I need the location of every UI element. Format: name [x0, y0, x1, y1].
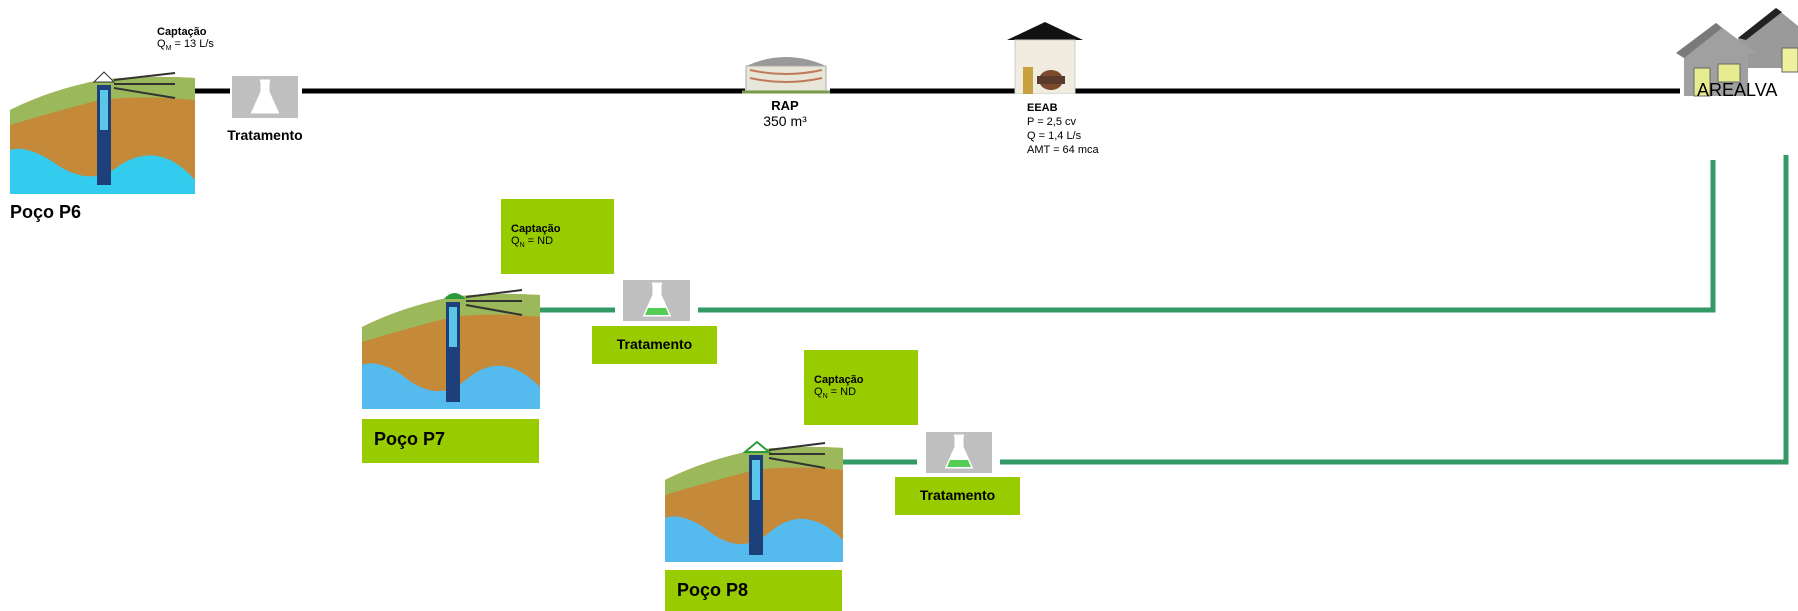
- p6-captacao-label: Captação QM = 13 L/s: [157, 26, 214, 52]
- eeab-flow: Q = 1,4 L/s: [1027, 130, 1082, 142]
- p6-treatment-label: Tratamento: [227, 127, 303, 143]
- p7-q-subscript: N: [519, 242, 525, 250]
- well-p8-icon: [665, 440, 843, 562]
- flask-icon: [250, 79, 280, 114]
- p6-captacao-title: Captação: [157, 26, 207, 38]
- pipe-p7-to-arealva: [698, 160, 1716, 313]
- eeab-power: P = 2,5 cv: [1027, 116, 1077, 128]
- rap-label: RAP 350 m³: [725, 98, 845, 129]
- p7-flow-rate: QN = ND: [511, 235, 614, 249]
- flask-icon: [642, 282, 672, 317]
- p8-treatment-label: Tratamento: [895, 477, 1020, 515]
- p6-q-value: = 13 L/s: [171, 38, 214, 50]
- eeab-label: EEAB P = 2,5 cv Q = 1,4 L/s AMT = 64 mca: [1027, 101, 1099, 157]
- p8-treatment-icon: [926, 432, 992, 473]
- arealva-label: AREALVA: [1697, 80, 1778, 100]
- p7-q-value: = ND: [524, 235, 554, 247]
- houses-icon: [1676, 8, 1798, 97]
- p6-flow-rate: QM = 13 L/s: [157, 38, 214, 52]
- pipe-p8-to-arealva: [1000, 155, 1789, 465]
- rap-volume: 350 m³: [763, 113, 807, 129]
- reservoir-icon: [742, 57, 830, 94]
- well-p8-name-box: Poço P8: [665, 570, 842, 611]
- p8-q-value: = ND: [827, 386, 857, 398]
- p8-captacao-title: Captação: [814, 374, 864, 386]
- pump-station-icon: [1007, 22, 1083, 94]
- p7-q-symbol: Q: [511, 235, 520, 247]
- well-p6-name: Poço P6: [10, 202, 82, 222]
- p7-captacao-box: Captação QN = ND: [501, 199, 614, 274]
- p6-q-symbol: Q: [157, 38, 166, 50]
- p7-treatment-label: Tratamento: [592, 326, 717, 364]
- well-p7-name-box: Poço P7: [362, 419, 539, 463]
- p7-treatment-icon: [623, 280, 690, 321]
- well-p7-icon: [362, 289, 540, 409]
- flask-icon: [944, 434, 974, 469]
- rap-title: RAP: [771, 98, 799, 113]
- p8-flow-rate: QN = ND: [814, 386, 918, 400]
- p8-q-symbol: Q: [814, 386, 823, 398]
- well-p7-name: Poço P7: [374, 429, 446, 449]
- p8-q-subscript: N: [822, 393, 828, 401]
- eeab-title: EEAB: [1027, 102, 1058, 114]
- planned-pipeline: [530, 155, 1789, 465]
- well-p8-name: Poço P8: [677, 580, 749, 600]
- eeab-head: AMT = 64 mca: [1027, 144, 1099, 156]
- p6-treatment-icon: [232, 76, 298, 118]
- p6-q-subscript: M: [165, 45, 172, 53]
- well-p6-icon: [10, 71, 195, 194]
- p7-captacao-title: Captação: [511, 223, 561, 235]
- p8-captacao-box: Captação QN = ND: [804, 350, 918, 425]
